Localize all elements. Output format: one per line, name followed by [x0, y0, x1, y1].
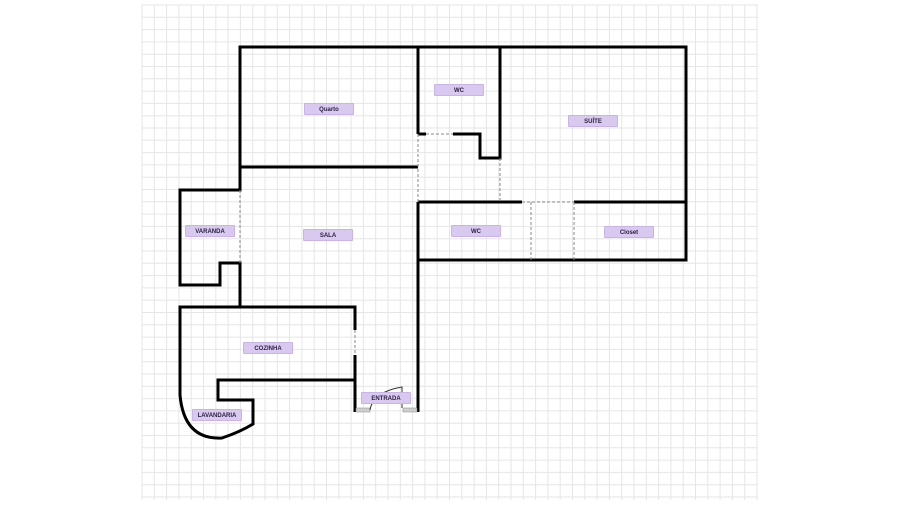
room-label-suite[interactable]: SUÍTE	[568, 115, 618, 127]
room-label-quarto[interactable]: Quarto	[304, 103, 354, 115]
quarto-walls	[238, 45, 420, 168]
room-label-lavandaria[interactable]: LAVANDARIA	[192, 409, 242, 421]
varanda-walls	[178, 168, 242, 306]
grid	[141, 4, 758, 500]
walls	[178, 45, 688, 440]
room-label-cozinha[interactable]: COZINHA	[243, 342, 293, 354]
room-label-varanda[interactable]: VARANDA	[185, 225, 235, 237]
room-label-wc-bottom[interactable]: WC	[451, 225, 501, 237]
room-label-entrada[interactable]: ENTRADA	[361, 392, 411, 404]
wc-top-walls	[418, 45, 502, 160]
openings	[239, 133, 575, 355]
room-label-sala[interactable]: SALA	[303, 229, 353, 241]
room-label-closet[interactable]: Closet	[604, 226, 654, 238]
room-label-wc-top[interactable]: WC	[434, 84, 484, 96]
suite-walls	[500, 45, 688, 262]
